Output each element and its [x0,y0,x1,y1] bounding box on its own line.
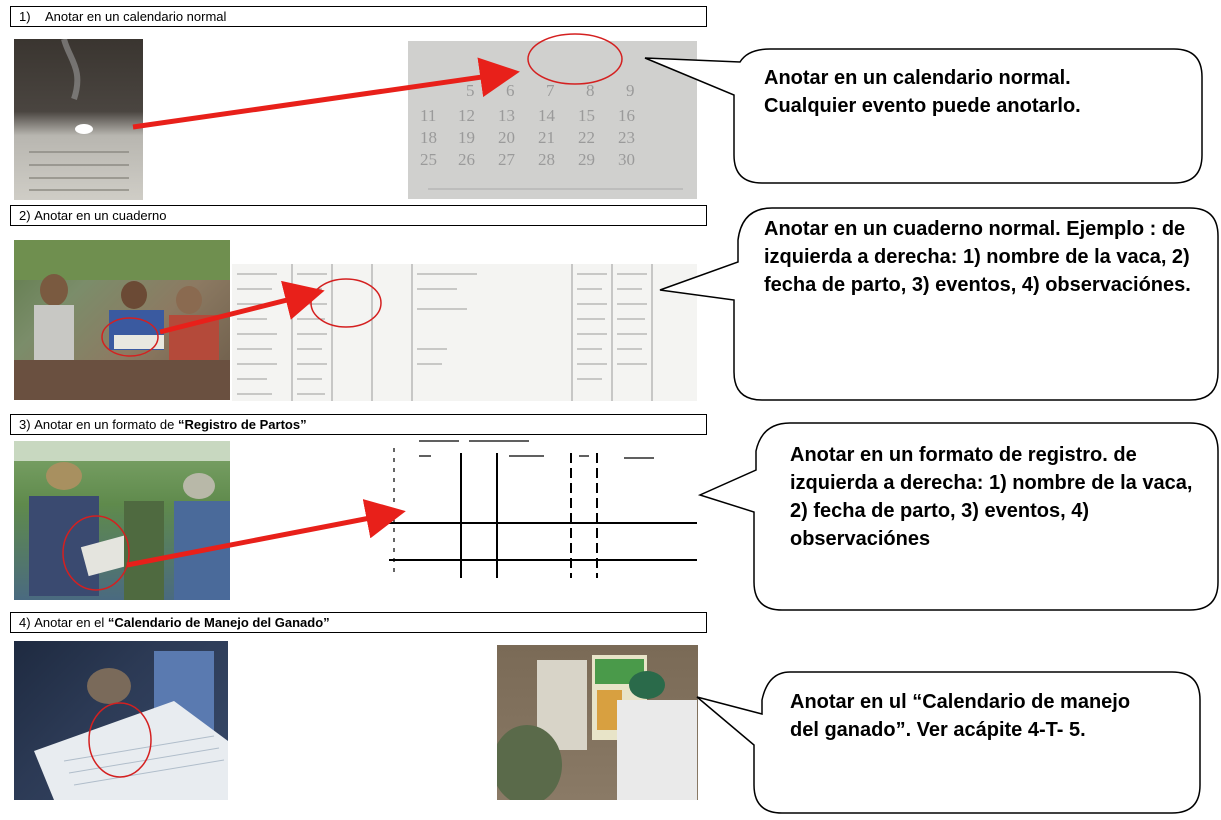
calendar-day: 30 [618,150,635,169]
highlight-circle [88,702,152,778]
calendar-day: 8 [586,81,595,100]
calendar-day: 15 [578,106,595,125]
bubble-text-3: Anotar en un formato de registro. de izq… [790,444,1193,550]
speech-bubble-4 [696,671,1201,814]
notebook-page-photo [232,264,697,401]
calendar-day: 12 [458,106,475,125]
section-header-3: 3) Anotar en un formato de “Registro de … [10,414,707,435]
highlight-circle [310,278,382,328]
section-text: Anotar en un calendario normal [45,9,227,24]
speech-bubble-2 [659,207,1219,401]
calendar-day: 26 [458,150,475,169]
bubble-text-1: Anotar en un calendario normal. Cualquie… [764,67,1081,117]
people-art [14,240,230,400]
wall-calendar-photo [497,645,698,800]
arrow [159,280,325,335]
highlight-circle [62,515,130,591]
section-text: Anotar en el [34,615,108,630]
calendar-day: 16 [618,106,635,125]
calendar-photo-art [29,39,129,191]
section-header-4: 4) Anotar en el “Calendario de Manejo de… [10,612,707,633]
section-num: 1) [19,9,31,24]
calendar-day: 25 [420,150,437,169]
section-header-1: 1) Anotar en un calendario normal [10,6,707,27]
calendar-day: 7 [546,81,555,100]
section-text: Anotar en un formato de [34,417,178,432]
calendar-day: 14 [538,106,556,125]
arrow [132,57,520,130]
calendar-day: 5 [466,81,475,100]
section-text: Anotar en un cuaderno [34,208,167,223]
calendar-day: 18 [420,128,437,147]
calendar-day: 19 [458,128,475,147]
section-num: 3) [19,417,31,432]
calendar-day: 27 [498,150,516,169]
calendar-day: 29 [578,150,595,169]
wall-calendar-art [497,655,697,800]
calendar-day: 9 [626,81,635,100]
highlight-circle [527,33,623,85]
calendar-day: 13 [498,106,515,125]
section-header-2: 2) Anotar en un cuaderno [10,205,707,226]
bubble-text-4: Anotar en ul “Calendario de manejo del g… [790,691,1131,741]
calendar-day: 20 [498,128,515,147]
section-num: 2) [19,208,31,223]
calendar-day: 23 [618,128,635,147]
arrow [126,499,406,568]
farmers-form-photo [14,441,230,600]
bubble-text-2: Anotar en un cuaderno normal. Ejemplo : … [764,218,1191,296]
section-num: 4) [19,615,31,630]
section-bold-text: “Calendario de Manejo del Ganado” [107,615,330,630]
highlight-circle [101,317,159,357]
calendar-photo-small [14,39,143,200]
section-bold-text: “Registro de Partos” [178,417,307,432]
people-notebook-photo [14,240,230,400]
farmers-art [14,441,230,600]
manejo-art [34,651,228,800]
calendar-day: 28 [538,150,555,169]
calendar-day: 11 [420,106,436,125]
form-table-art [389,440,697,578]
registro-form-photo [389,438,697,578]
calendar-day: 22 [578,128,595,147]
calendar-day: 21 [538,128,555,147]
manejo-calendar-photo [14,641,228,800]
speech-bubble-1 [644,48,1203,184]
speech-bubble-3 [697,422,1219,611]
